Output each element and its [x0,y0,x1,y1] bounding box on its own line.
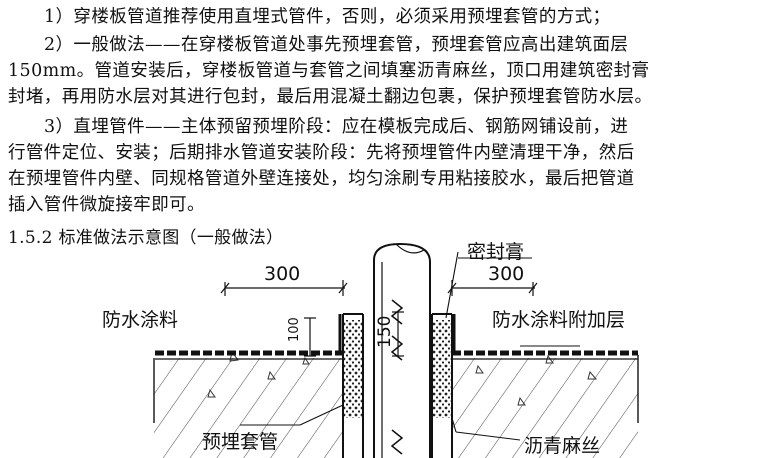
paragraph-2: 2）一般做法——在穿楼板管道处事先预埋套管，预埋套管应高出建筑面层 150mm。… [8,32,756,110]
pipe [373,242,431,458]
dimension-100-label: 100 [287,317,302,342]
dimension-right-300-label: 300 [488,263,524,285]
paragraph-1-line-1: 1）穿楼板管道推荐使用直埋式管件，否则，必须采用预埋套管的方式； [44,7,611,27]
waterproof-layer [155,314,638,360]
paragraph-3-line-1: 3）直埋管件——主体预留预埋阶段：应在模板完成后、钢筋网铺设前，进 [44,117,629,137]
embedded-sleeve [342,313,453,458]
paragraph-3-line-2: 行管件定位、安装；后期排水管道安装阶段：先将预埋管件内壁清理干净，然后 [8,143,635,163]
concrete-slab-right [452,355,639,458]
section-heading: 1.5.2 标准做法示意图（一般做法） [8,228,284,248]
dimension-150-label: 150 [375,316,395,348]
paragraph-3: 3）直埋管件——主体预留预埋阶段：应在模板完成后、钢筋网铺设前，进 行管件定位、… [8,114,756,218]
leader-lines [240,251,580,441]
dimension-150 [392,311,404,357]
aggregate-marks [207,350,598,406]
dimension-100 [304,317,316,357]
paragraph-2-line-3: 封堵，再用防水层对其进行包封，最后用混凝土翻边包裹，保护预埋套管防水层。 [8,87,653,107]
asphalt-hemp-label: 沥青麻丝 [524,435,600,457]
waterproof-coating-additional-label: 防水涂料附加层 [492,309,625,331]
dimension-left-300 [220,280,348,296]
paragraph-1: 1）穿楼板管道推荐使用直埋式管件，否则，必须采用预埋套管的方式； [8,4,760,30]
waterproof-coating-label: 防水涂料 [102,309,178,331]
concrete-slab-left [153,358,342,458]
paragraph-2-line-1: 2）一般做法——在穿楼板管道处事先预埋套管，预埋套管应高出建筑面层 [44,35,629,55]
embedded-sleeve-label: 预埋套管 [202,431,278,453]
paragraph-2-line-2: 150mm。管道安装后，穿楼板管道与套管之间填塞沥青麻丝，顶口用建筑密封膏 [8,61,650,81]
paragraph-3-line-3: 在预埋管件内壁、同规格管道外壁连接处，均匀涂刷专用粘接胶水，最后把管道 [8,169,635,189]
dimension-left-300-label: 300 [264,263,300,285]
paragraph-3-line-4: 插入管件微旋接牢即可。 [8,195,205,215]
sealant-label: 密封膏 [467,240,524,263]
asphalt-hemp-fill [344,320,451,418]
